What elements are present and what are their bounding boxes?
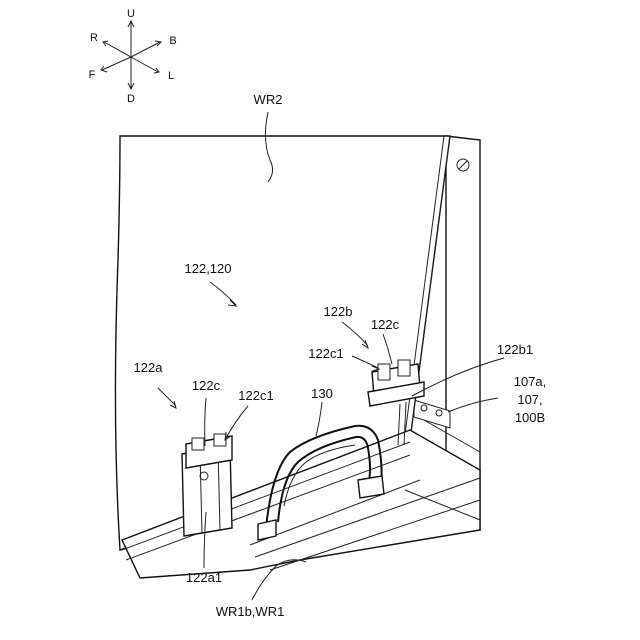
label-122-120: 122,120 [185, 261, 232, 276]
label-122b1: 122b1 [497, 342, 533, 357]
compass-label-back: B [169, 35, 176, 47]
label-122c-right: 122c [371, 317, 400, 332]
compass-arrow-right [104, 42, 131, 57]
label-130: 130 [311, 386, 333, 401]
label-122c1-left: 122c1 [238, 388, 273, 403]
label-wr2: WR2 [254, 92, 283, 107]
compass-arrow-left [131, 57, 158, 72]
handle-foot-right [358, 476, 384, 498]
compass-label-down: D [127, 93, 135, 105]
support-122a [182, 434, 232, 536]
label-wr1b-wr1: WR1b,WR1 [216, 604, 285, 619]
compass-label-up: U [127, 8, 135, 20]
compass-arrow-front [102, 57, 131, 70]
compass-label-front: F [89, 69, 96, 81]
label-122c-left: 122c [192, 378, 221, 393]
hook-122c-right [378, 364, 390, 380]
handle-foot-left [258, 520, 276, 540]
label-107a: 107a, [514, 374, 547, 389]
label-100b: 100B [515, 410, 545, 425]
label-107: 107, [517, 392, 542, 407]
compass-arrow-back [131, 42, 160, 57]
compass-label-left: L [168, 70, 174, 82]
direction-compass: U D R L B F [89, 8, 177, 105]
label-122c1-right: 122c1 [308, 346, 343, 361]
label-122b: 122b [324, 304, 353, 319]
label-122a1: 122a1 [186, 570, 222, 585]
compass-label-right: R [90, 32, 98, 44]
mount-plate [414, 400, 450, 428]
label-122a: 122a [134, 360, 164, 375]
